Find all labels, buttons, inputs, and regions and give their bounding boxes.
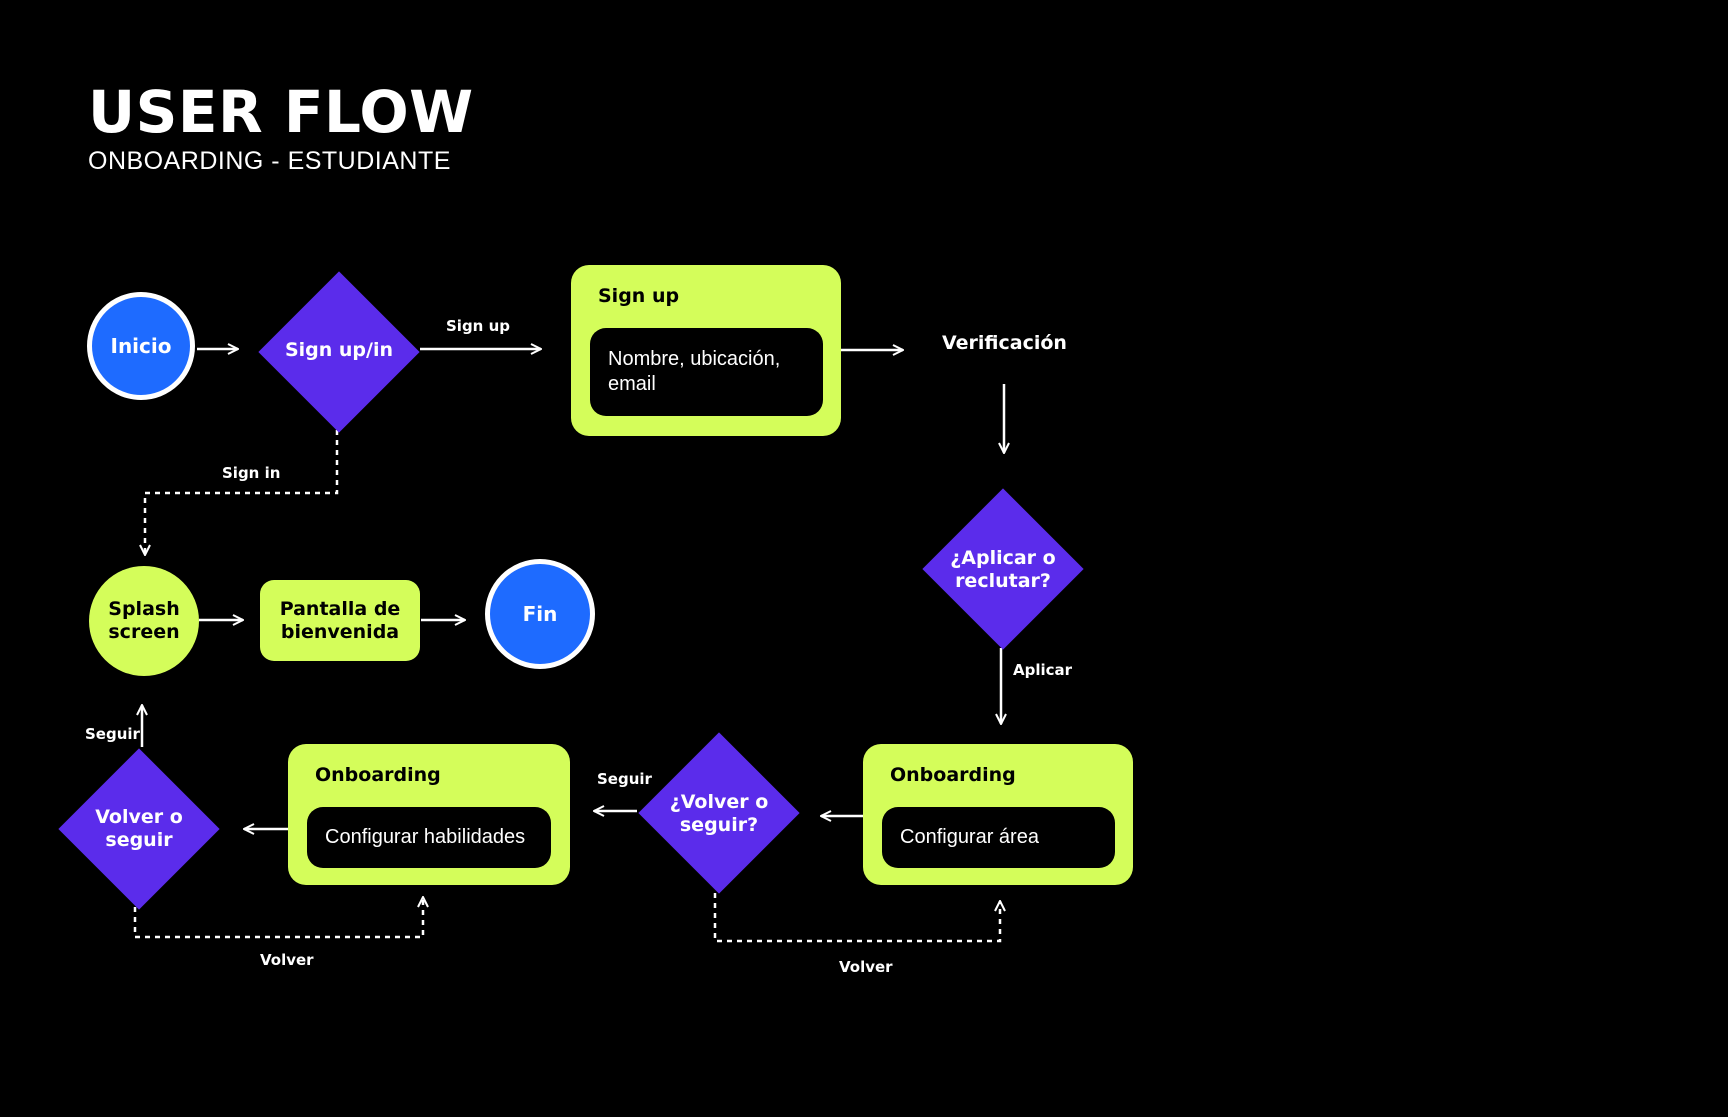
node-splash-screen: Splash screen [89, 566, 199, 676]
edge-label-volver-2: Volver [260, 951, 314, 969]
node-fin: Fin [485, 559, 595, 669]
node-volver-seguir-1-label: ¿Volver o seguir? [669, 791, 769, 836]
edge-label-aplicar: Aplicar [1013, 661, 1073, 679]
node-signup-card-title: Sign up [598, 285, 680, 307]
node-onboarding-area-content: Configurar área [882, 807, 1115, 868]
node-signup-in-label: Sign up/in [284, 338, 394, 361]
node-onboarding-skills-title: Onboarding [315, 764, 441, 786]
node-onboarding-skills-card: Onboarding Configurar habilidades [288, 744, 570, 885]
edge-label-seguir-2: Seguir [85, 725, 140, 743]
page-subtitle: ONBOARDING - ESTUDIANTE [88, 147, 451, 175]
node-onboarding-area-card: Onboarding Configurar área [863, 744, 1133, 885]
node-verificacion: Verificación [942, 332, 1067, 354]
edge-volver2-dashed [133, 897, 423, 939]
node-aplicar-label: ¿Aplicar o reclutar? [950, 547, 1056, 592]
node-onboarding-skills-content: Configurar habilidades [307, 807, 551, 868]
page-title: USER FLOW [88, 78, 474, 146]
node-inicio-label: Inicio [110, 334, 172, 358]
node-volver-seguir-2-label: Volver o seguir [95, 806, 183, 851]
node-splash-label: Splash screen [108, 598, 180, 643]
edge-label-seguir-1: Seguir [597, 770, 652, 788]
edge-signin-dashed [145, 430, 339, 555]
node-signup-card-content: Nombre, ubicación, email [590, 328, 823, 416]
edge-label-volver-1: Volver [839, 958, 893, 976]
node-fin-label: Fin [522, 602, 558, 626]
edge-volver1-dashed [713, 893, 1000, 943]
node-pantalla-bienvenida: Pantalla de bienvenida [260, 580, 420, 661]
node-inicio: Inicio [87, 292, 195, 400]
node-signup-card: Sign up Nombre, ubicación, email [571, 265, 841, 436]
edge-label-sign-in: Sign in [222, 464, 281, 482]
node-onboarding-area-title: Onboarding [890, 764, 1016, 786]
edge-label-sign-up: Sign up [446, 317, 510, 335]
